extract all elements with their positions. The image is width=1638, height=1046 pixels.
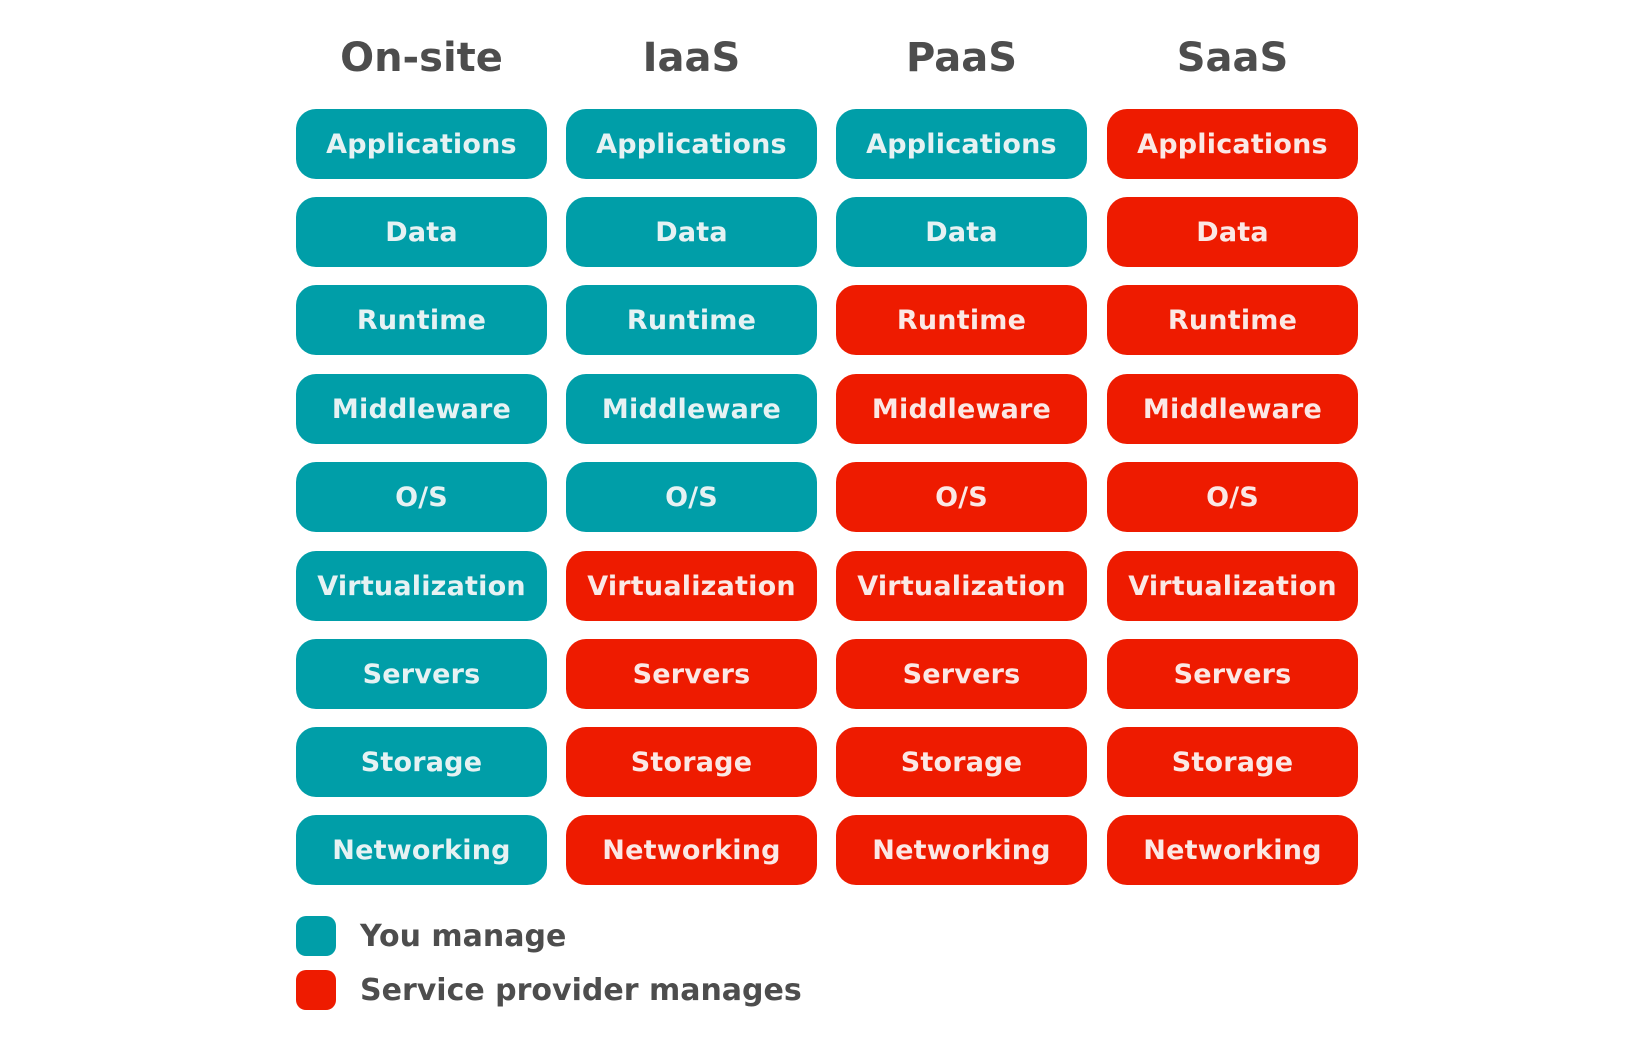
legend-provider-manages: Service provider manages bbox=[296, 970, 802, 1010]
column-title-on-site: On-site bbox=[340, 35, 503, 81]
layer-cell-on-site-middleware: Middleware bbox=[296, 374, 547, 444]
layer-cell-paas-runtime: Runtime bbox=[836, 285, 1087, 355]
layer-cell-paas-middleware: Middleware bbox=[836, 374, 1087, 444]
layer-cell-saas-networking: Networking bbox=[1107, 815, 1358, 885]
layer-cell-paas-os: O/S bbox=[836, 462, 1087, 532]
legend-you-manage: You manage bbox=[296, 916, 566, 956]
layer-cell-saas-middleware: Middleware bbox=[1107, 374, 1358, 444]
layer-cell-on-site-networking: Networking bbox=[296, 815, 547, 885]
layer-cell-on-site-servers: Servers bbox=[296, 639, 547, 709]
layer-cell-paas-networking: Networking bbox=[836, 815, 1087, 885]
legend-swatch-provider bbox=[296, 970, 336, 1010]
layer-cell-saas-servers: Servers bbox=[1107, 639, 1358, 709]
layer-cell-iaas-data: Data bbox=[566, 197, 817, 267]
layer-cell-on-site-os: O/S bbox=[296, 462, 547, 532]
layer-cell-iaas-runtime: Runtime bbox=[566, 285, 817, 355]
layer-cell-paas-storage: Storage bbox=[836, 727, 1087, 797]
layer-cell-iaas-networking: Networking bbox=[566, 815, 817, 885]
column-title-iaas: IaaS bbox=[642, 35, 741, 81]
column-title-paas: PaaS bbox=[905, 35, 1018, 81]
layer-cell-paas-data: Data bbox=[836, 197, 1087, 267]
layer-cell-saas-storage: Storage bbox=[1107, 727, 1358, 797]
layer-cell-saas-os: O/S bbox=[1107, 462, 1358, 532]
layer-cell-iaas-servers: Servers bbox=[566, 639, 817, 709]
layer-cell-on-site-data: Data bbox=[296, 197, 547, 267]
legend-swatch-you bbox=[296, 916, 336, 956]
layer-cell-on-site-runtime: Runtime bbox=[296, 285, 547, 355]
layer-cell-iaas-middleware: Middleware bbox=[566, 374, 817, 444]
layer-cell-on-site-applications: Applications bbox=[296, 109, 547, 179]
layer-cell-iaas-applications: Applications bbox=[566, 109, 817, 179]
layer-cell-iaas-storage: Storage bbox=[566, 727, 817, 797]
layer-cell-iaas-os: O/S bbox=[566, 462, 817, 532]
layer-cell-iaas-virtualization: Virtualization bbox=[566, 551, 817, 621]
legend-label-you: You manage bbox=[360, 918, 567, 954]
layer-cell-paas-servers: Servers bbox=[836, 639, 1087, 709]
layer-cell-saas-data: Data bbox=[1107, 197, 1358, 267]
column-title-saas: SaaS bbox=[1176, 35, 1289, 81]
layer-cell-on-site-virtualization: Virtualization bbox=[296, 551, 547, 621]
layer-cell-saas-runtime: Runtime bbox=[1107, 285, 1358, 355]
layer-cell-paas-applications: Applications bbox=[836, 109, 1087, 179]
layer-cell-saas-applications: Applications bbox=[1107, 109, 1358, 179]
legend-label-provider: Service provider manages bbox=[360, 972, 802, 1008]
layer-cell-paas-virtualization: Virtualization bbox=[836, 551, 1087, 621]
layer-cell-on-site-storage: Storage bbox=[296, 727, 547, 797]
layer-cell-saas-virtualization: Virtualization bbox=[1107, 551, 1358, 621]
